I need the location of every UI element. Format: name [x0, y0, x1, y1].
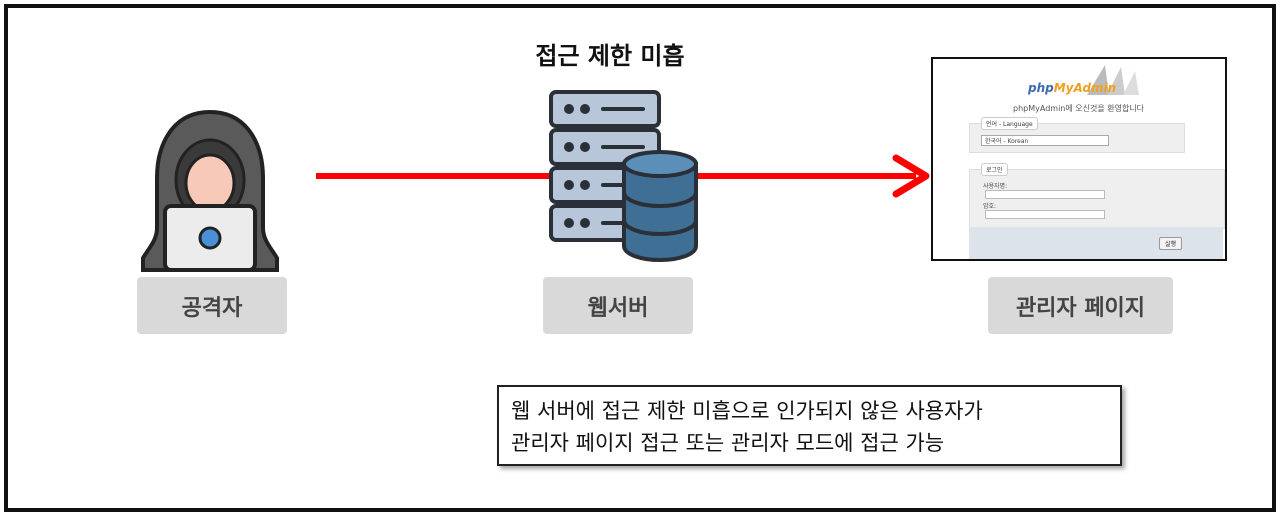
pma-submit-button[interactable]: 실행 [1159, 237, 1183, 250]
pma-language-legend: 언어 - Language [981, 117, 1038, 130]
pma-password-input[interactable] [985, 210, 1105, 219]
pma-welcome-text: phpMyAdmin에 오신것을 환영합니다 [1013, 104, 1145, 113]
pma-footer: 실행 [969, 227, 1223, 259]
pma-logo: phpMyAdmin [1028, 81, 1117, 95]
caption-line-2: 관리자 페이지 접근 또는 관리자 모드에 접근 가능 [511, 431, 945, 455]
pma-username-label: 사용자명: [983, 183, 1008, 190]
diagram-title: 접근 제한 미흡 [535, 42, 685, 70]
caption-line-1: 웹 서버에 접근 제한 미흡으로 인가되지 않은 사용자가 [511, 399, 983, 423]
attacker-label: 공격자 [137, 277, 287, 334]
arrow-icon [892, 154, 930, 198]
pma-login-panel [969, 169, 1225, 229]
pma-language-select[interactable]: 한국어 - Korean [981, 135, 1109, 146]
hacker-icon [141, 109, 279, 272]
pma-username-input[interactable] [985, 190, 1105, 199]
pma-password-label: 암호: [983, 203, 997, 210]
database-icon [622, 150, 698, 263]
admin-page-screenshot: phpMyAdmin phpMyAdmin에 오신것을 환영합니다 언어 - L… [931, 57, 1227, 261]
webserver-label: 웹서버 [543, 277, 693, 334]
pma-sail-icon [1087, 65, 1139, 95]
pma-login-legend: 로그인 [981, 163, 1008, 176]
caption-box: 웹 서버에 접근 제한 미흡으로 인가되지 않은 사용자가 관리자 페이지 접근… [497, 385, 1122, 466]
admin-page-label: 관리자 페이지 [988, 277, 1173, 334]
